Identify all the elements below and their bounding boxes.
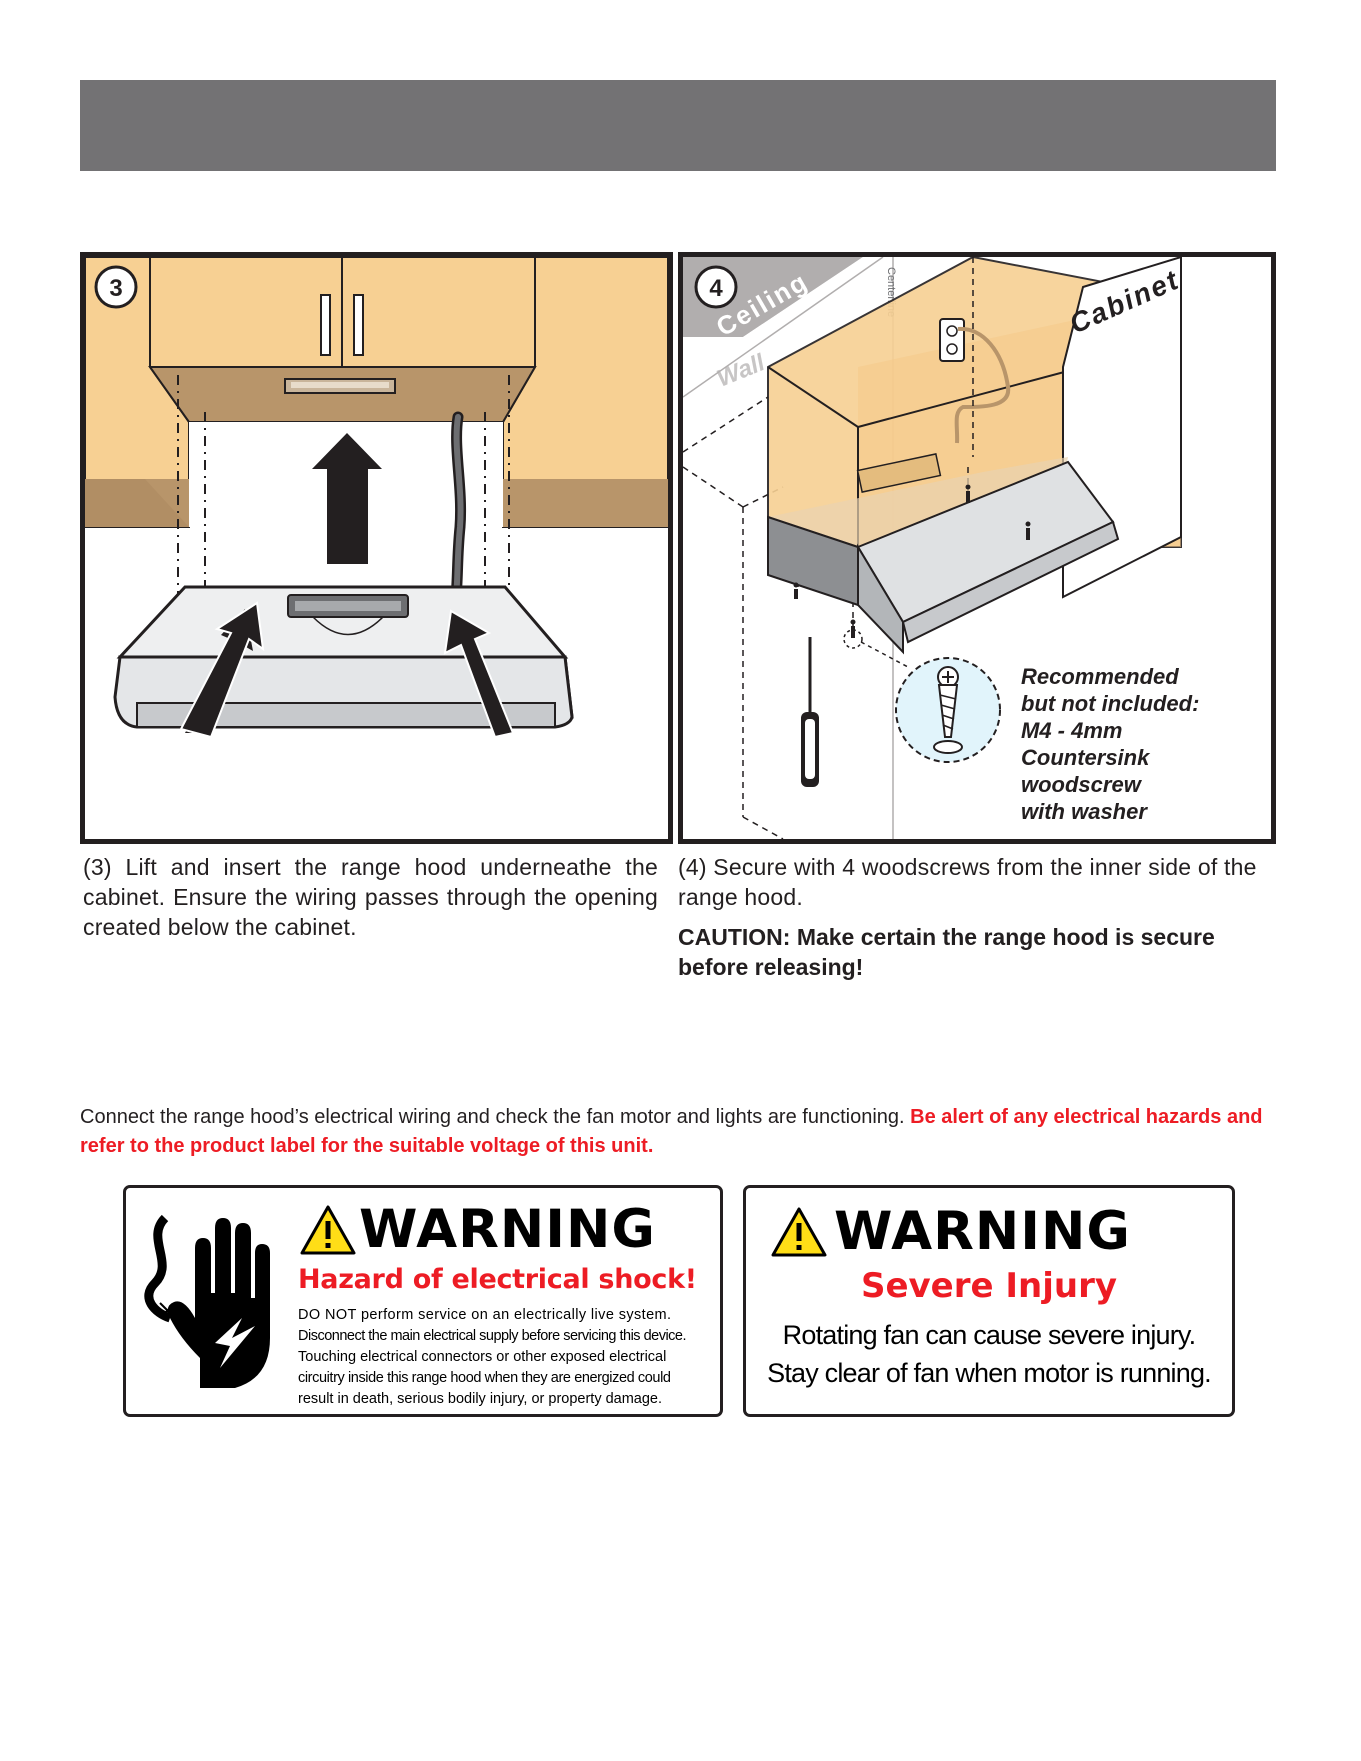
warning-1-body: DO NOT perform service on an electricall… bbox=[298, 1305, 718, 1410]
severe-injury-warning: WARNING Severe Injury Rotating fan can c… bbox=[743, 1185, 1235, 1417]
step-3-caption: (3) Lift and insert the range hood under… bbox=[83, 854, 658, 940]
step-4-illustration: Ceiling Wall Centerline Cabinet bbox=[678, 252, 1276, 844]
warning-2-title: WARNING bbox=[834, 1201, 1131, 1262]
warning-1-line: circuitry inside this range hood when th… bbox=[298, 1370, 671, 1386]
note-line-3: M4 - 4mm bbox=[1021, 718, 1122, 743]
warning-2-body: Rotating fan can cause severe injury. St… bbox=[746, 1316, 1232, 1392]
wiring-instructions: Connect the range hood’s electrical wiri… bbox=[80, 1103, 1280, 1161]
warning-2-line: Stay clear of fan when motor is running. bbox=[767, 1358, 1212, 1388]
caution-triangle-icon bbox=[771, 1207, 827, 1257]
warning-2-subtitle: Severe Injury bbox=[860, 1266, 1118, 1306]
caution-triangle-icon bbox=[300, 1205, 356, 1255]
note-line-5: woodscrew bbox=[1021, 772, 1143, 797]
wiring-text: Connect the range hood’s electrical wiri… bbox=[80, 1106, 911, 1128]
warning-1-line: Disconnect the main electrical supply be… bbox=[298, 1328, 687, 1344]
electrical-shock-warning: WARNING Hazard of electrical shock! DO N… bbox=[123, 1185, 723, 1417]
section-header-bar bbox=[80, 80, 1276, 171]
step-4-badge: 4 bbox=[709, 275, 723, 302]
note-line-1: Recommended bbox=[1021, 664, 1179, 689]
step-4-caution: CAUTION: Make certain the range hood is … bbox=[678, 924, 1215, 980]
warning-2-line: Rotating fan can cause severe injury. bbox=[782, 1320, 1196, 1350]
note-line-4: Countersink bbox=[1021, 745, 1151, 770]
note-line-2: but not included: bbox=[1021, 691, 1199, 716]
step-3-badge: 3 bbox=[109, 275, 122, 302]
warning-1-title: WARNING bbox=[359, 1199, 656, 1260]
warning-1-subtitle: Hazard of electrical shock! bbox=[298, 1264, 697, 1295]
warning-1-line: DO NOT perform service on an electricall… bbox=[298, 1307, 672, 1323]
electrical-hand-icon bbox=[144, 1214, 270, 1388]
wiring-alert: Be alert of any electrical hazards and r… bbox=[80, 1106, 1263, 1157]
warning-1-line: result in death, serious bodily injury, … bbox=[298, 1391, 663, 1407]
warning-1-line: Touching electrical connectors or other … bbox=[298, 1349, 667, 1365]
step-3-illustration: 3 bbox=[80, 252, 673, 844]
note-line-6: with washer bbox=[1021, 799, 1148, 824]
step-4-caption: (4) Secure with 4 woodscrews from the in… bbox=[678, 854, 1257, 910]
